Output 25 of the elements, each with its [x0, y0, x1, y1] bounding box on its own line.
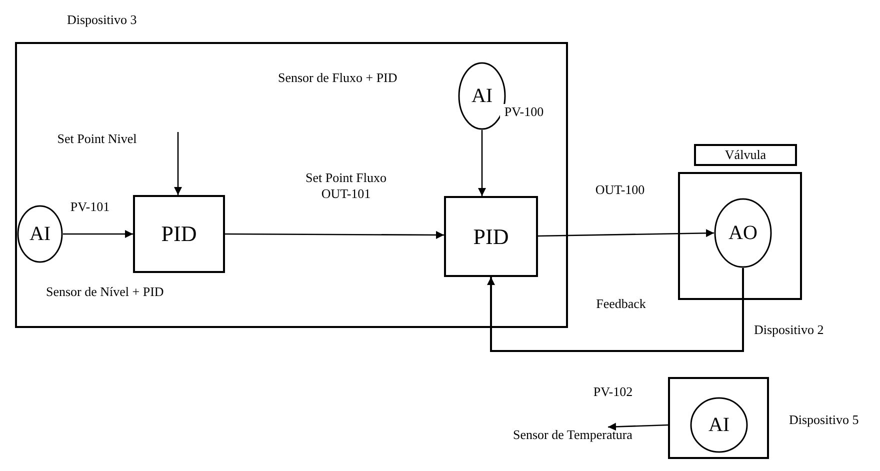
- block-label: AI: [708, 414, 730, 436]
- analog-input-block: [17, 205, 63, 263]
- pid-block: [444, 196, 538, 277]
- block-label: AI: [29, 222, 51, 246]
- arrow: [608, 422, 668, 431]
- arrow: [174, 132, 182, 195]
- block-label: PID: [473, 224, 509, 250]
- sensor-label: Sensor de Temperatura: [513, 427, 643, 447]
- block-label: AI: [471, 84, 493, 108]
- valve-tag: [694, 144, 797, 166]
- analog-output-block: [714, 198, 772, 268]
- block-label: Válvula: [724, 147, 766, 163]
- arrow: [225, 230, 444, 239]
- device-label: Dispositivo 2: [754, 322, 824, 338]
- analog-input-block: [458, 62, 506, 130]
- block-label: AO: [728, 222, 758, 244]
- arrow: [478, 130, 486, 196]
- pid-block: [133, 195, 225, 273]
- analog-input-block: [690, 397, 748, 453]
- arrow: [538, 229, 714, 238]
- block-label: PID: [161, 221, 197, 247]
- device-label: Dispositivo 5: [789, 412, 859, 428]
- arrow: [487, 268, 744, 352]
- device-label: Dispositivo 3: [67, 12, 137, 28]
- arrow: [63, 230, 133, 238]
